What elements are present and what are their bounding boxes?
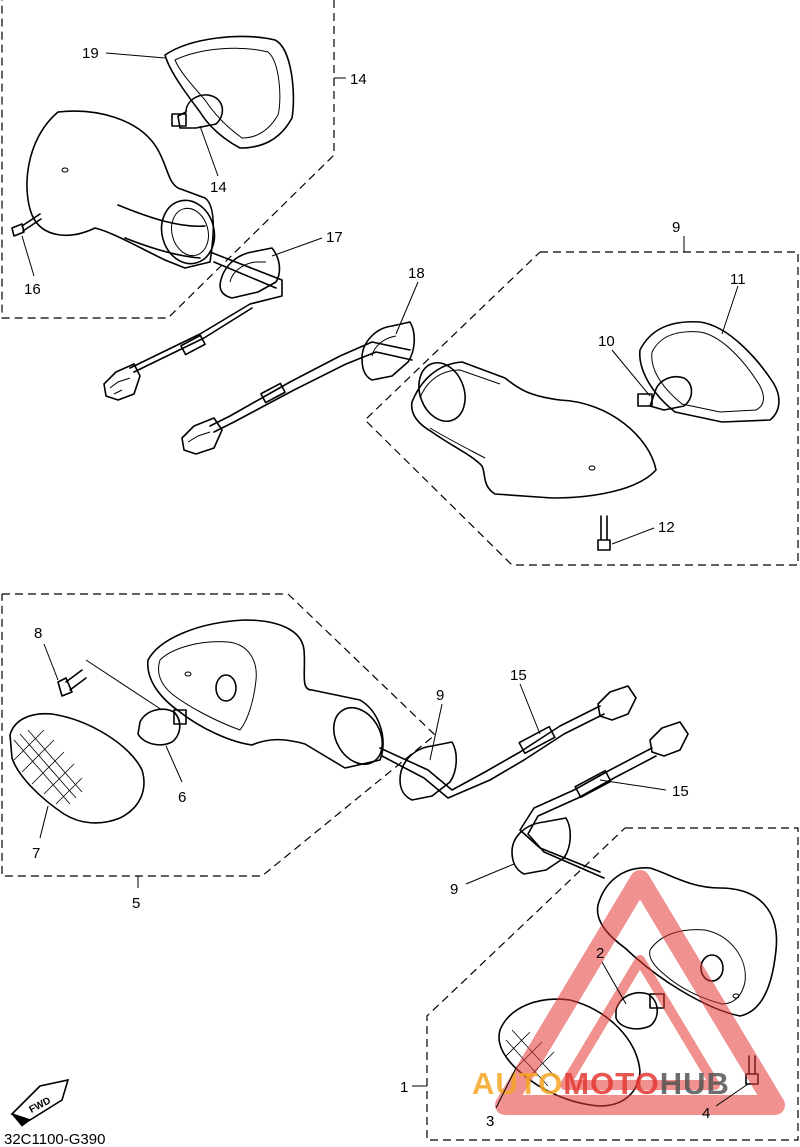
callout-9-lower-left: 9 — [436, 687, 444, 704]
bulb-part-2 — [615, 992, 659, 1030]
bulb-part-6 — [137, 708, 181, 746]
connector-upper-left — [103, 363, 141, 401]
callout-12: 11 — [730, 271, 746, 288]
wire-sleeve-lower-right — [574, 769, 612, 799]
grommet-lower-left-part-9 — [399, 741, 458, 801]
lens-inner-part-12 — [651, 331, 764, 413]
grommet-lower-right-part-9 — [511, 817, 572, 875]
housing-upper-left — [26, 110, 215, 269]
lens-hatch-part-7 — [13, 729, 83, 805]
drawing-code: 32C1100-G390 — [4, 1131, 105, 1147]
wire-sleeve-upper-left — [180, 334, 206, 356]
screw-hole-lower-left — [184, 671, 192, 677]
watermark-logo — [495, 870, 785, 1115]
wire-lower-right — [519, 747, 653, 873]
housing-upper-right-rim — [419, 369, 501, 459]
callout-14-lower: 15 — [672, 783, 689, 800]
housing-lower-right-rim — [649, 929, 746, 1005]
lens-part-17 — [164, 35, 295, 149]
watermark-part-c: HUB — [660, 1066, 730, 1101]
callout-19-upper-left: 17 — [326, 229, 343, 246]
wire-sleeve-upper-right — [260, 382, 286, 404]
watermark-part-a: AUTO — [472, 1066, 563, 1101]
boundary-assembly-1 — [426, 827, 799, 1141]
callout-17: 19 — [82, 45, 99, 62]
callout-10: 9 — [672, 219, 680, 236]
wire-upper-left-2 — [133, 261, 277, 373]
lens-inner-part-17 — [174, 47, 281, 139]
wire-sleeve-lower-left — [518, 725, 556, 755]
watermark-text: AUTOMOTOHUB — [472, 1066, 730, 1101]
housing-rear-rim-lower-left — [332, 706, 384, 766]
housing-lower-left-rim — [158, 641, 257, 731]
housing-rear-inner-upper-left — [171, 207, 209, 257]
callout-19-upper-right: 18 — [408, 265, 425, 282]
callout-14-upper: 15 — [510, 667, 527, 684]
wire-upper-right — [209, 341, 411, 427]
boundary-assembly-15 — [1, 0, 335, 319]
housing-rear-rim-upper-right — [418, 362, 466, 422]
connector-lower-left — [597, 685, 637, 721]
grommet-upper-left-part-19 — [219, 247, 281, 299]
callout-16: 14 — [210, 179, 227, 196]
callout-7: 7 — [32, 845, 40, 862]
screw-part-13 — [597, 515, 611, 551]
connector-upper-right — [181, 417, 223, 455]
lens-part-12 — [639, 320, 780, 423]
fwd-arrow-icon: FWD — [10, 1078, 70, 1127]
watermark-triangle-inner — [560, 955, 720, 1090]
wire-lower-right-2 — [527, 755, 657, 879]
watermark-part-b: MOTO — [563, 1066, 659, 1101]
wire-lower-left-2 — [381, 713, 605, 799]
callout-15: 14 — [350, 71, 367, 88]
callout-5: 5 — [132, 895, 140, 912]
wire-lower-left — [379, 705, 601, 791]
upper-left-signal-assembly — [11, 35, 295, 401]
wire-upper-right-2 — [213, 351, 413, 433]
callout-4: 4 — [702, 1105, 710, 1122]
bulb-base-part-11 — [637, 393, 653, 407]
callout-2: 2 — [596, 945, 604, 962]
bulb-base-part-6 — [173, 709, 187, 725]
lens-part-7 — [9, 712, 145, 824]
connector-detail-upper-left — [109, 377, 131, 395]
upper-right-signal-assembly — [181, 320, 780, 551]
screw-hole-upper-right — [588, 465, 596, 471]
housing-neck-upper-left — [117, 204, 206, 259]
bulb-part-11 — [649, 376, 693, 411]
leader-lines — [21, 52, 749, 1109]
connector-detail-upper-right — [187, 431, 211, 443]
housing-rear-rim-upper-left — [160, 199, 216, 265]
grommet-upper-right-part-19 — [361, 321, 416, 381]
screw-part-8 — [57, 669, 87, 697]
watermark-triangle — [495, 870, 785, 1115]
callout-18: 16 — [24, 281, 41, 298]
connector-lower-right-wire — [649, 721, 689, 757]
boundary-assembly-5 — [1, 593, 436, 877]
wire-upper-left — [129, 251, 283, 369]
callout-13: 12 — [658, 519, 675, 536]
screw-hole-upper-left — [61, 167, 69, 173]
boundary-assembly-10 — [364, 251, 799, 566]
callout-11: 10 — [598, 333, 615, 350]
callout-3: 3 — [486, 1113, 494, 1130]
housing-upper-right — [410, 361, 657, 499]
screw-part-18 — [11, 213, 42, 237]
bulb-base-part-16 — [171, 113, 187, 127]
screw-hole-lower-right — [732, 993, 740, 999]
bulb-part-16 — [177, 94, 224, 129]
lower-left-signal-assembly — [9, 619, 689, 879]
housing-lower-left — [147, 619, 384, 769]
callout-1: 1 — [400, 1079, 408, 1096]
housing-lens-socket-lower-left — [215, 674, 237, 702]
grommet-inner-upper-left — [229, 261, 266, 283]
callout-6: 6 — [178, 789, 186, 806]
callout-9-lower-right: 9 — [450, 881, 458, 898]
callout-8: 8 — [34, 625, 42, 642]
callouts: 19 14 14 16 17 18 9 11 10 12 8 6 7 5 9 1… — [24, 45, 746, 1130]
